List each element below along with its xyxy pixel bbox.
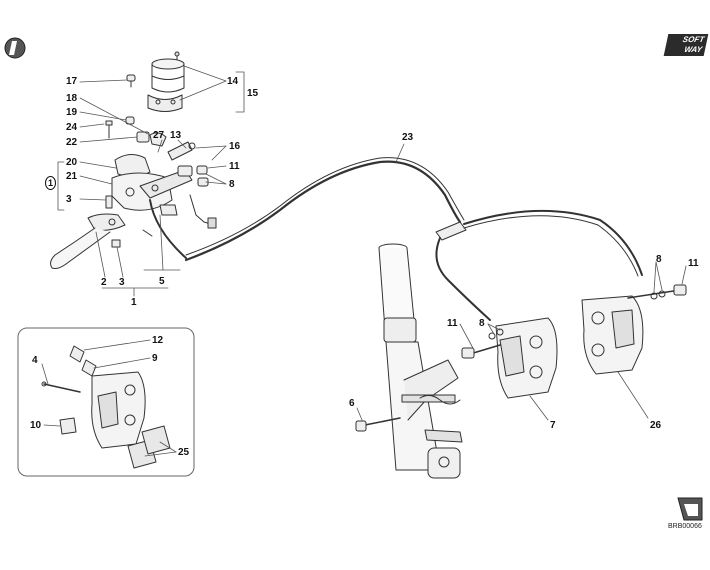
callout-23: 23 <box>402 132 414 143</box>
callout-2: 2 <box>101 277 107 288</box>
callout-20: 20 <box>66 157 78 168</box>
callout-8-right-caliper: 8 <box>656 254 662 265</box>
callout-10: 10 <box>30 420 42 431</box>
callout-27: 27 <box>153 130 165 141</box>
callout-3-top: 3 <box>66 194 72 205</box>
leader-lines <box>41 65 687 457</box>
callout-25: 25 <box>178 447 190 458</box>
brake-hose-splitter <box>435 209 643 321</box>
callout-7: 7 <box>550 420 556 431</box>
left-fasteners <box>105 74 150 209</box>
drawing-code: BRB00066 <box>668 523 702 530</box>
callout-1: 1 <box>131 297 137 308</box>
softway-logo: SOFT WAY <box>663 34 709 56</box>
callout-13: 13 <box>170 130 182 141</box>
callout-8-left-caliper: 8 <box>479 318 485 329</box>
callout-17: 17 <box>66 76 78 87</box>
callout-11-right-caliper: 11 <box>688 258 699 269</box>
callout-8-top: 8 <box>229 179 235 190</box>
callout-3-bottom: 3 <box>119 277 125 288</box>
caliper-detail-inset <box>17 327 195 477</box>
master-cylinder-body <box>111 132 217 229</box>
callout-9: 9 <box>152 353 158 364</box>
callout-19: 19 <box>66 107 78 118</box>
logo-line-1: SOFT <box>681 35 706 44</box>
callout-21: 21 <box>66 171 78 182</box>
callout-11-top: 11 <box>229 161 240 172</box>
callout-15: 15 <box>247 88 259 99</box>
callout-18: 18 <box>66 93 78 104</box>
callout-16: 16 <box>229 141 241 152</box>
screw-6 <box>355 417 401 432</box>
section-marker-icon <box>4 37 26 59</box>
callout-12: 12 <box>152 335 164 346</box>
left-brake-caliper <box>461 317 558 399</box>
reference-arrow-icon <box>677 497 703 521</box>
callout-4: 4 <box>32 355 38 366</box>
front-fork-leg <box>378 243 463 479</box>
brake-fluid-reservoir <box>147 51 185 112</box>
right-brake-caliper <box>581 284 687 375</box>
logo-line-2: WAY <box>683 45 703 54</box>
callout-1-circled: 1 <box>45 176 57 190</box>
callout-26: 26 <box>650 420 662 431</box>
callout-6: 6 <box>349 398 355 409</box>
callout-24: 24 <box>66 122 78 133</box>
callout-22: 22 <box>66 137 78 148</box>
brake-lever <box>50 213 153 269</box>
callout-11-left-caliper: 11 <box>447 318 458 329</box>
brake-hose-23 <box>149 157 465 262</box>
callout-14: 14 <box>227 76 239 87</box>
callout-5: 5 <box>159 276 165 287</box>
